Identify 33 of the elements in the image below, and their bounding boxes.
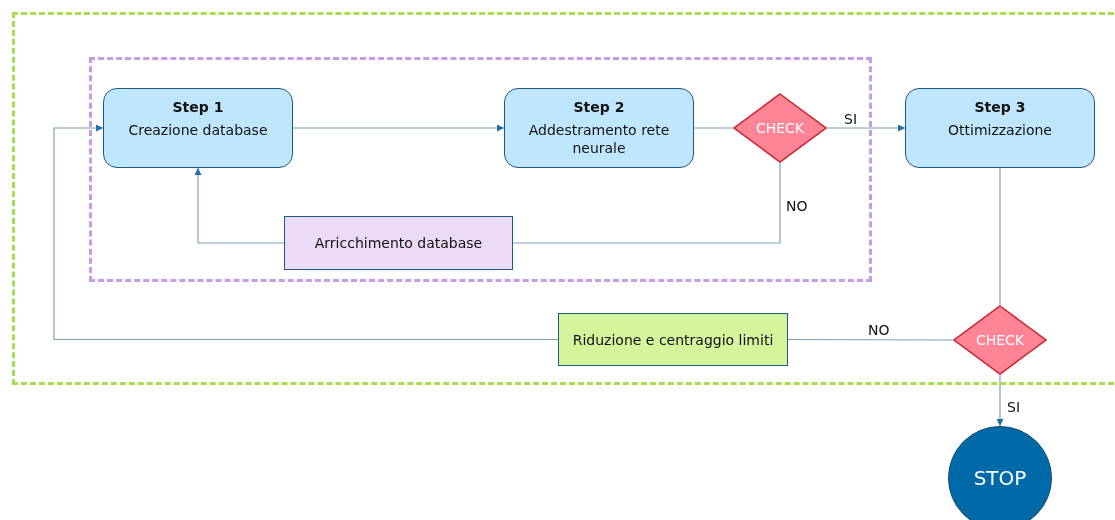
- node-label: Creazione database: [127, 121, 269, 139]
- connector-line: [999, 167, 1001, 306]
- edge-label: SI: [1005, 399, 1022, 415]
- dashed-group-frame: [89, 57, 872, 282]
- process-box: [905, 88, 1095, 168]
- edge-label: NO: [784, 198, 810, 214]
- step-heading: Step 1: [171, 98, 225, 116]
- edge-label: NO: [866, 322, 892, 338]
- dashed-group-frame: [12, 12, 1115, 385]
- node-label: Addestramento rete neurale: [527, 121, 671, 157]
- step-heading: Step 2: [572, 98, 626, 116]
- node-label: Ottimizzazione: [947, 121, 1053, 139]
- process-box: [103, 88, 293, 168]
- process-box: [504, 88, 694, 168]
- node-label: Arricchimento database: [313, 234, 484, 252]
- node-label: Riduzione e centraggio limiti: [571, 330, 775, 349]
- arrow: [53, 124, 559, 341]
- process-box: [284, 216, 513, 270]
- node-label: STOP: [973, 466, 1027, 490]
- connector-line: [512, 162, 781, 244]
- step-heading: Step 3: [973, 98, 1027, 116]
- decision-diamond: [733, 93, 827, 163]
- node-label: CHECK: [975, 331, 1025, 349]
- arrow: [996, 374, 1004, 427]
- connector-line: [787, 338, 954, 341]
- connector-line: [693, 127, 734, 129]
- arrow: [292, 124, 505, 132]
- process-box: [558, 313, 788, 366]
- node-label: CHECK: [755, 119, 805, 137]
- decision-diamond: [953, 305, 1047, 375]
- arrow: [826, 124, 906, 132]
- arrow: [194, 167, 285, 244]
- edge-label: SI: [842, 111, 859, 127]
